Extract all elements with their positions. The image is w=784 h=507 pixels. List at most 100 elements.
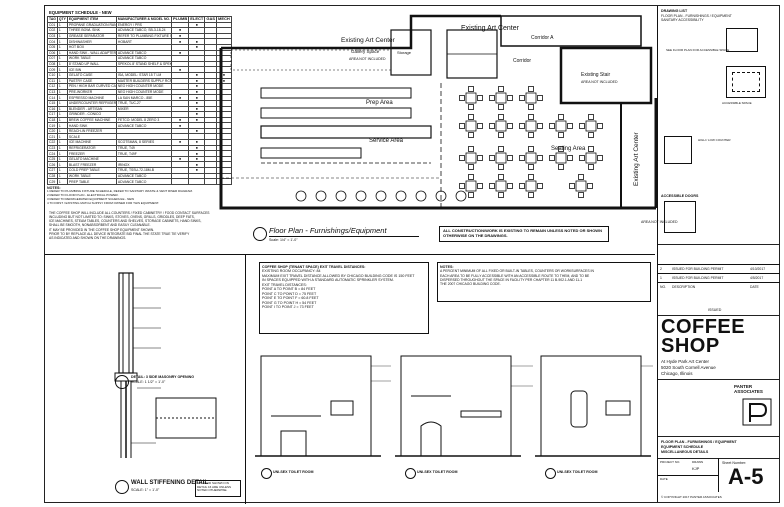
access-note-line: DISPERSED THROUGHOUT THE SPACE IN FACILI… [440, 277, 583, 282]
plan-chair [498, 174, 504, 180]
schedule-cell: ● [188, 105, 206, 113]
plan-bench-stool [315, 190, 327, 202]
plan-stair-box [559, 46, 653, 105]
schedule-cell [171, 88, 190, 96]
plan-chair [528, 146, 534, 152]
plan-label-corridor-a: Corridor A [531, 35, 554, 41]
elev1-toilet [280, 430, 307, 456]
revision-cell: 1 [660, 276, 662, 280]
plan-title-bubble [253, 227, 267, 241]
plan-chair [588, 146, 594, 152]
schedule-cell: BREW COFFEE MACHINE [66, 116, 117, 124]
elev2-toilet [420, 421, 442, 456]
egress-line: MAXIMUM EXIT TRAVEL DISTANCE ALLOWED BY … [262, 273, 415, 278]
schedule-cell: 1 [56, 178, 68, 185]
legend-1: SEE FLOOR PLAN FOR ACCESSIBLE SPACE [666, 48, 730, 52]
plan-chair [507, 155, 513, 161]
egress-box: COFFEE SHOP (TENANT SPACE) EXIT TRAVEL D… [259, 262, 429, 334]
revision-cell: 4/10/2017 [750, 267, 766, 271]
left-note-line: PRIOR TO BY REPLACE ALL DEVICE INTEGRATE… [49, 231, 190, 236]
left-notes: THE COFFEE SHOP WILL INCLUDE ALL COUNTER… [49, 211, 239, 240]
project-no-label: PROJECT NO. [660, 460, 681, 464]
sheet-title-2: EQUIPMENT SCHEDULE [661, 445, 704, 449]
schedule-cell: ● [188, 111, 206, 118]
schedule-cell [216, 111, 232, 118]
plan-bench-stool [375, 190, 387, 202]
toilet-elevations [255, 355, 653, 457]
left-note-line: INCLUDING BUT NOT LIMITED TO: SINKS, STO… [49, 215, 195, 220]
mid-divider [45, 254, 655, 255]
plan-chair [588, 164, 594, 170]
plan-table [495, 180, 507, 192]
plan-table [465, 120, 477, 132]
project-name-1: COFFEE [661, 316, 746, 338]
plan-chair [528, 86, 534, 92]
plan-chair [477, 95, 483, 101]
plan-chair [468, 104, 474, 110]
plan-chair [588, 114, 594, 120]
wall-note: ALL STUD SHOWN ON DETAIL 16 ARE UNLESS N… [197, 481, 232, 493]
legend-3-symbol [664, 136, 692, 164]
schedule-cell [216, 83, 232, 90]
egress-title: COFFEE SHOP (TENANT SPACE) EXIT TRAVEL D… [262, 265, 366, 269]
access-notes-title: NOTES: [440, 265, 454, 269]
plan-chair [587, 183, 593, 189]
plan-chair [558, 114, 564, 120]
plan-chair [537, 95, 543, 101]
sheet-number: A-5 [728, 464, 764, 489]
title-block: DRAWING LIST FLOOR PLAN - FURNISHINGS / … [657, 6, 780, 502]
schedule-note: 2 REFER TO FLOOR PLAN - ELECTRICAL POWER… [47, 193, 119, 198]
plan-chair [558, 164, 564, 170]
plan-chair [528, 114, 534, 120]
plan-chair [459, 123, 465, 129]
plan-label-gallery: Gallery Space [351, 49, 380, 54]
schedule-cell: ● [171, 122, 190, 129]
plan-chair [468, 132, 474, 138]
plan-chair [477, 123, 483, 129]
plan-counter-back [260, 87, 412, 99]
legend-1-symbol [726, 28, 758, 52]
wall-scale: SCALE: 1" = 1'-0" [131, 488, 160, 492]
wall-note-box: ALL STUD SHOWN ON DETAIL 16 ARE UNLESS N… [195, 480, 241, 497]
plan-title-underline [269, 236, 419, 237]
drawn-value: KJP [692, 466, 700, 471]
plan-chair [498, 114, 504, 120]
schedule-cell: ● [188, 116, 206, 124]
plan-chair [528, 104, 534, 110]
schedule-cell [216, 178, 232, 185]
egress-line: POINT A TO POINT B = 84 FEET [262, 287, 316, 292]
schedule-cell: SPEKOL 8' STAND SHELF & SPEKOL [115, 60, 173, 68]
wall-title: WALL STIFFENING DETAIL [131, 480, 209, 486]
floor-plan: Existing Art Center Corridor A Existing … [219, 14, 678, 224]
plan-storage-room [390, 29, 432, 76]
plan-chair [549, 123, 555, 129]
date-label: DATE [660, 477, 668, 481]
plan-chair [507, 95, 513, 101]
plan-chair [578, 174, 584, 180]
egress-line: IN SPACES EQUIPPED WITH A STANDARD AUTOM… [262, 278, 394, 283]
left-note-line: AS INDICATED AND SHOWN ON THE DRAWINGS. [49, 235, 127, 240]
schedule-header-cell: MANUFACTURER & MODEL NO. [115, 16, 173, 23]
schedule-cell: ● [188, 88, 206, 96]
schedule-cell: ● [188, 21, 206, 29]
schedule-cell: PEN / HIGH BAR CURVED CASE [66, 83, 117, 90]
plan-label-side: Existing Art Center [633, 131, 640, 186]
schedule-cell: UNDERCOUNTER REFRIGERATOR [66, 99, 117, 107]
plan-table [555, 120, 567, 132]
firm-logo-icon [742, 398, 772, 426]
schedule-cell: C29 [47, 178, 58, 185]
egress-line: EXIT TRAVEL DISTANCES: [262, 282, 307, 287]
plan-chair [567, 155, 573, 161]
plan-chair [468, 164, 474, 170]
schedule-cell [188, 66, 206, 73]
